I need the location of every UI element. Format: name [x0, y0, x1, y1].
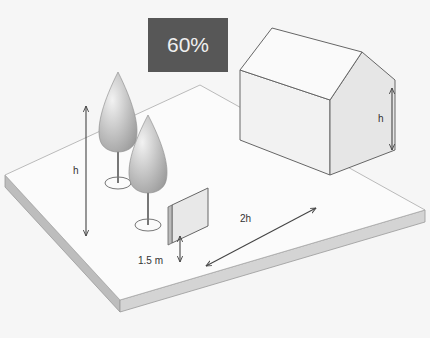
dimension-label: 2h [240, 214, 251, 224]
trees [86, 72, 167, 236]
distance-arrow [206, 208, 316, 266]
house [240, 28, 395, 175]
dimension-label: h [73, 166, 79, 176]
sign-text: 60% [167, 33, 209, 57]
wall-height: 1.5 m [138, 256, 163, 266]
dimension-label: h [378, 114, 384, 124]
low-wall [168, 188, 208, 262]
sign-panel: 60% [148, 18, 228, 72]
